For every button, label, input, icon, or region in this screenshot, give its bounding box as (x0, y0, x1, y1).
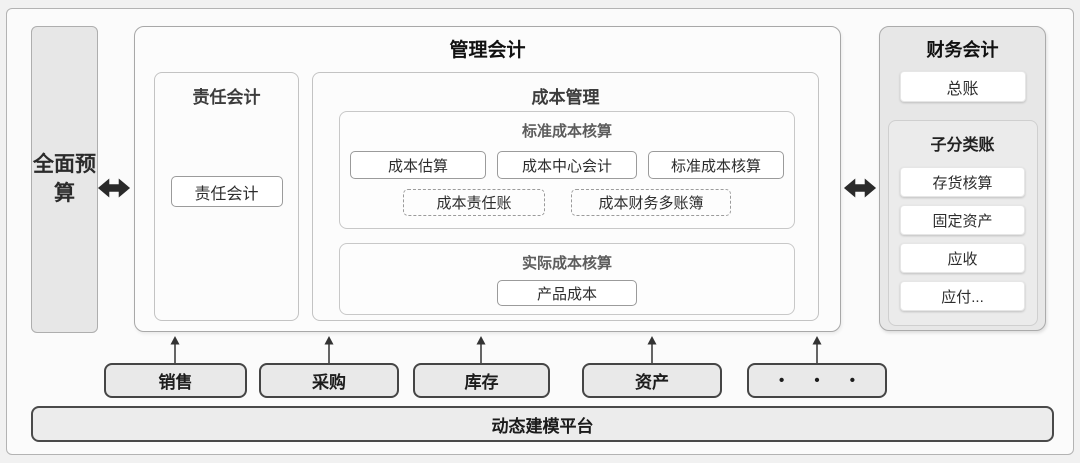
fixed-assets-button: 固定资产 (900, 205, 1025, 235)
cost-center-accounting-button: 成本中心会计 (497, 151, 637, 179)
standard-costing-row1: 成本估算 成本中心会计 标准成本核算 (340, 151, 794, 179)
budget-box: 全面预算 (31, 26, 98, 333)
double-arrow-icon (97, 178, 131, 198)
standard-costing-row2: 成本责任账 成本财务多账簿 (340, 189, 794, 216)
cost-finance-multi-ledger-button: 成本财务多账簿 (571, 189, 731, 216)
module-assets: 资产 (582, 363, 722, 398)
up-arrow-icon (812, 336, 822, 363)
management-accounting-box: 管理会计 责任会计 责任会计 成本管理 标准成本核算 成本估算 成本中心会计 标… (134, 26, 841, 332)
inventory-accounting-button: 存货核算 (900, 167, 1025, 197)
cost-management-title: 成本管理 (531, 88, 600, 107)
diagram-frame: 全面预算 管理会计 责任会计 责任会计 成本管理 标准成本核算 成本估算 成本中… (6, 8, 1074, 455)
module-procurement: 采购 (259, 363, 399, 398)
platform-label: 动态建模平台 (491, 416, 594, 436)
cost-responsibility-ledger-button: 成本责任账 (403, 189, 545, 216)
management-accounting-title: 管理会计 (449, 40, 526, 61)
up-arrow-icon (647, 336, 657, 363)
actual-costing-panel: 实际成本核算 产品成本 (339, 243, 795, 315)
cost-estimation-button: 成本估算 (350, 151, 486, 179)
module-more: • • • (747, 363, 887, 398)
responsibility-accounting-panel: 责任会计 责任会计 (154, 72, 299, 321)
general-ledger-button: 总账 (899, 71, 1026, 102)
cost-management-panel: 成本管理 标准成本核算 成本估算 成本中心会计 标准成本核算 成本责任账 成本财… (312, 72, 819, 321)
accounts-payable-button: 应付... (900, 281, 1025, 311)
up-arrow-icon (476, 336, 486, 363)
up-arrow-icon (170, 336, 180, 363)
standard-costing-button: 标准成本核算 (648, 151, 784, 179)
subledger-panel: 子分类账 存货核算 固定资产 应收 应付... (887, 120, 1038, 326)
financial-accounting-title: 财务会计 (926, 40, 999, 60)
ellipsis-dots: • • • (778, 372, 869, 389)
responsibility-accounting-button: 责任会计 (170, 176, 283, 207)
accounts-receivable-button: 应收 (900, 243, 1025, 273)
standard-costing-title: 标准成本核算 (521, 123, 612, 140)
standard-costing-panel: 标准成本核算 成本估算 成本中心会计 标准成本核算 成本责任账 成本财务多账簿 (339, 111, 795, 229)
budget-label: 全面预算 (33, 153, 96, 205)
module-sales: 销售 (104, 363, 247, 398)
responsibility-accounting-title: 责任会计 (192, 88, 261, 107)
platform-bar: 动态建模平台 (31, 406, 1054, 442)
module-inventory: 库存 (413, 363, 550, 398)
subledger-title: 子分类账 (930, 137, 995, 154)
product-cost-button: 产品成本 (497, 280, 637, 306)
up-arrow-icon (324, 336, 334, 363)
double-arrow-icon (843, 178, 877, 198)
financial-accounting-box: 财务会计 总账 子分类账 存货核算 固定资产 应收 应付... (879, 26, 1046, 331)
actual-costing-title: 实际成本核算 (521, 255, 612, 272)
